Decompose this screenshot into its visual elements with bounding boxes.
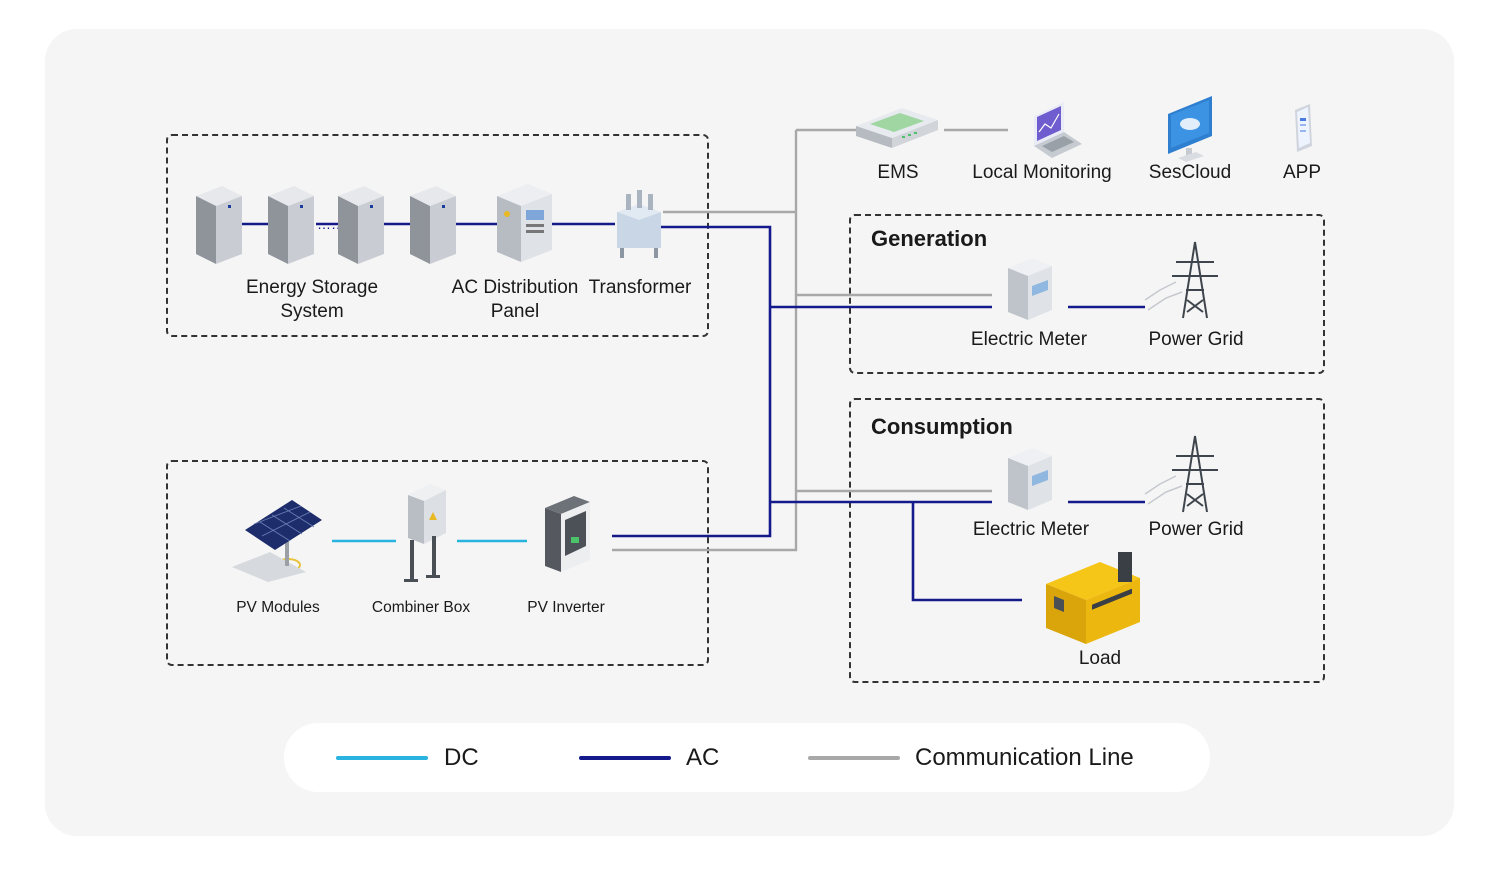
storage-group: [166, 134, 709, 337]
battery-cabinet-icon: [410, 186, 456, 264]
generation-grid-label: Power Grid: [1148, 329, 1244, 350]
battery-cabinet-icon: [268, 186, 314, 264]
pv-inverter-icon: [545, 496, 590, 572]
ems-icon: [856, 108, 938, 148]
generator-icon: [1046, 552, 1140, 644]
ac-line-trunk: [612, 225, 772, 538]
electric-meter-icon: [1008, 258, 1052, 320]
energy-storage-label: Energy Storage System: [245, 277, 379, 322]
laptop-icon: [1034, 102, 1082, 158]
diagram-panel: [45, 29, 1454, 836]
consumption-meter-label: Electric Meter: [972, 519, 1090, 540]
consumption-group: [849, 398, 1325, 683]
cloud-monitor-icon: [1168, 96, 1212, 162]
ac-line-load: [911, 502, 1022, 602]
consumption-grid-label: Power Grid: [1148, 519, 1244, 540]
pv-modules-icon: [232, 500, 322, 582]
legend: DC AC Communication Line: [284, 723, 1210, 792]
legend-ac-label: AC: [686, 744, 720, 771]
combiner-box-label: Combiner Box: [371, 599, 471, 616]
phone-icon: [1295, 104, 1312, 152]
distribution-panel-icon: [497, 184, 552, 262]
combiner-box-icon: [404, 484, 446, 582]
power-tower-icon: [1144, 241, 1218, 319]
battery-cabinet-icon: [338, 186, 384, 264]
transformer-label: Transformer: [588, 277, 692, 298]
comm-line-trunk: [612, 130, 798, 552]
generation-meter-label: Electric Meter: [970, 329, 1088, 350]
legend-dc-label: DC: [444, 744, 479, 771]
power-tower-icon: [1144, 435, 1218, 513]
pv-group: [166, 460, 709, 666]
app-label: APP: [1282, 162, 1322, 183]
transformer-icon: [617, 190, 661, 258]
comm-line-top: [663, 128, 1008, 214]
legend-dc-line: [336, 756, 428, 760]
generation-title: Generation: [871, 226, 988, 251]
load-label: Load: [1078, 648, 1122, 669]
electric-meter-icon: [1008, 448, 1052, 510]
ems-label: EMS: [877, 162, 919, 183]
pv-modules-label: PV Modules: [236, 599, 320, 616]
battery-cabinet-icon: [196, 186, 242, 264]
legend-ac-line: [579, 756, 671, 760]
local-monitoring-label: Local Monitoring: [972, 162, 1112, 183]
sescloud-label: SesCloud: [1148, 162, 1232, 183]
legend-comm-label: Communication Line: [915, 744, 1134, 771]
legend-comm-line: [808, 756, 900, 760]
ac-panel-label: AC Distribution Panel: [451, 277, 579, 322]
consumption-title: Consumption: [871, 414, 1013, 439]
pv-inverter-label: PV Inverter: [527, 599, 605, 616]
